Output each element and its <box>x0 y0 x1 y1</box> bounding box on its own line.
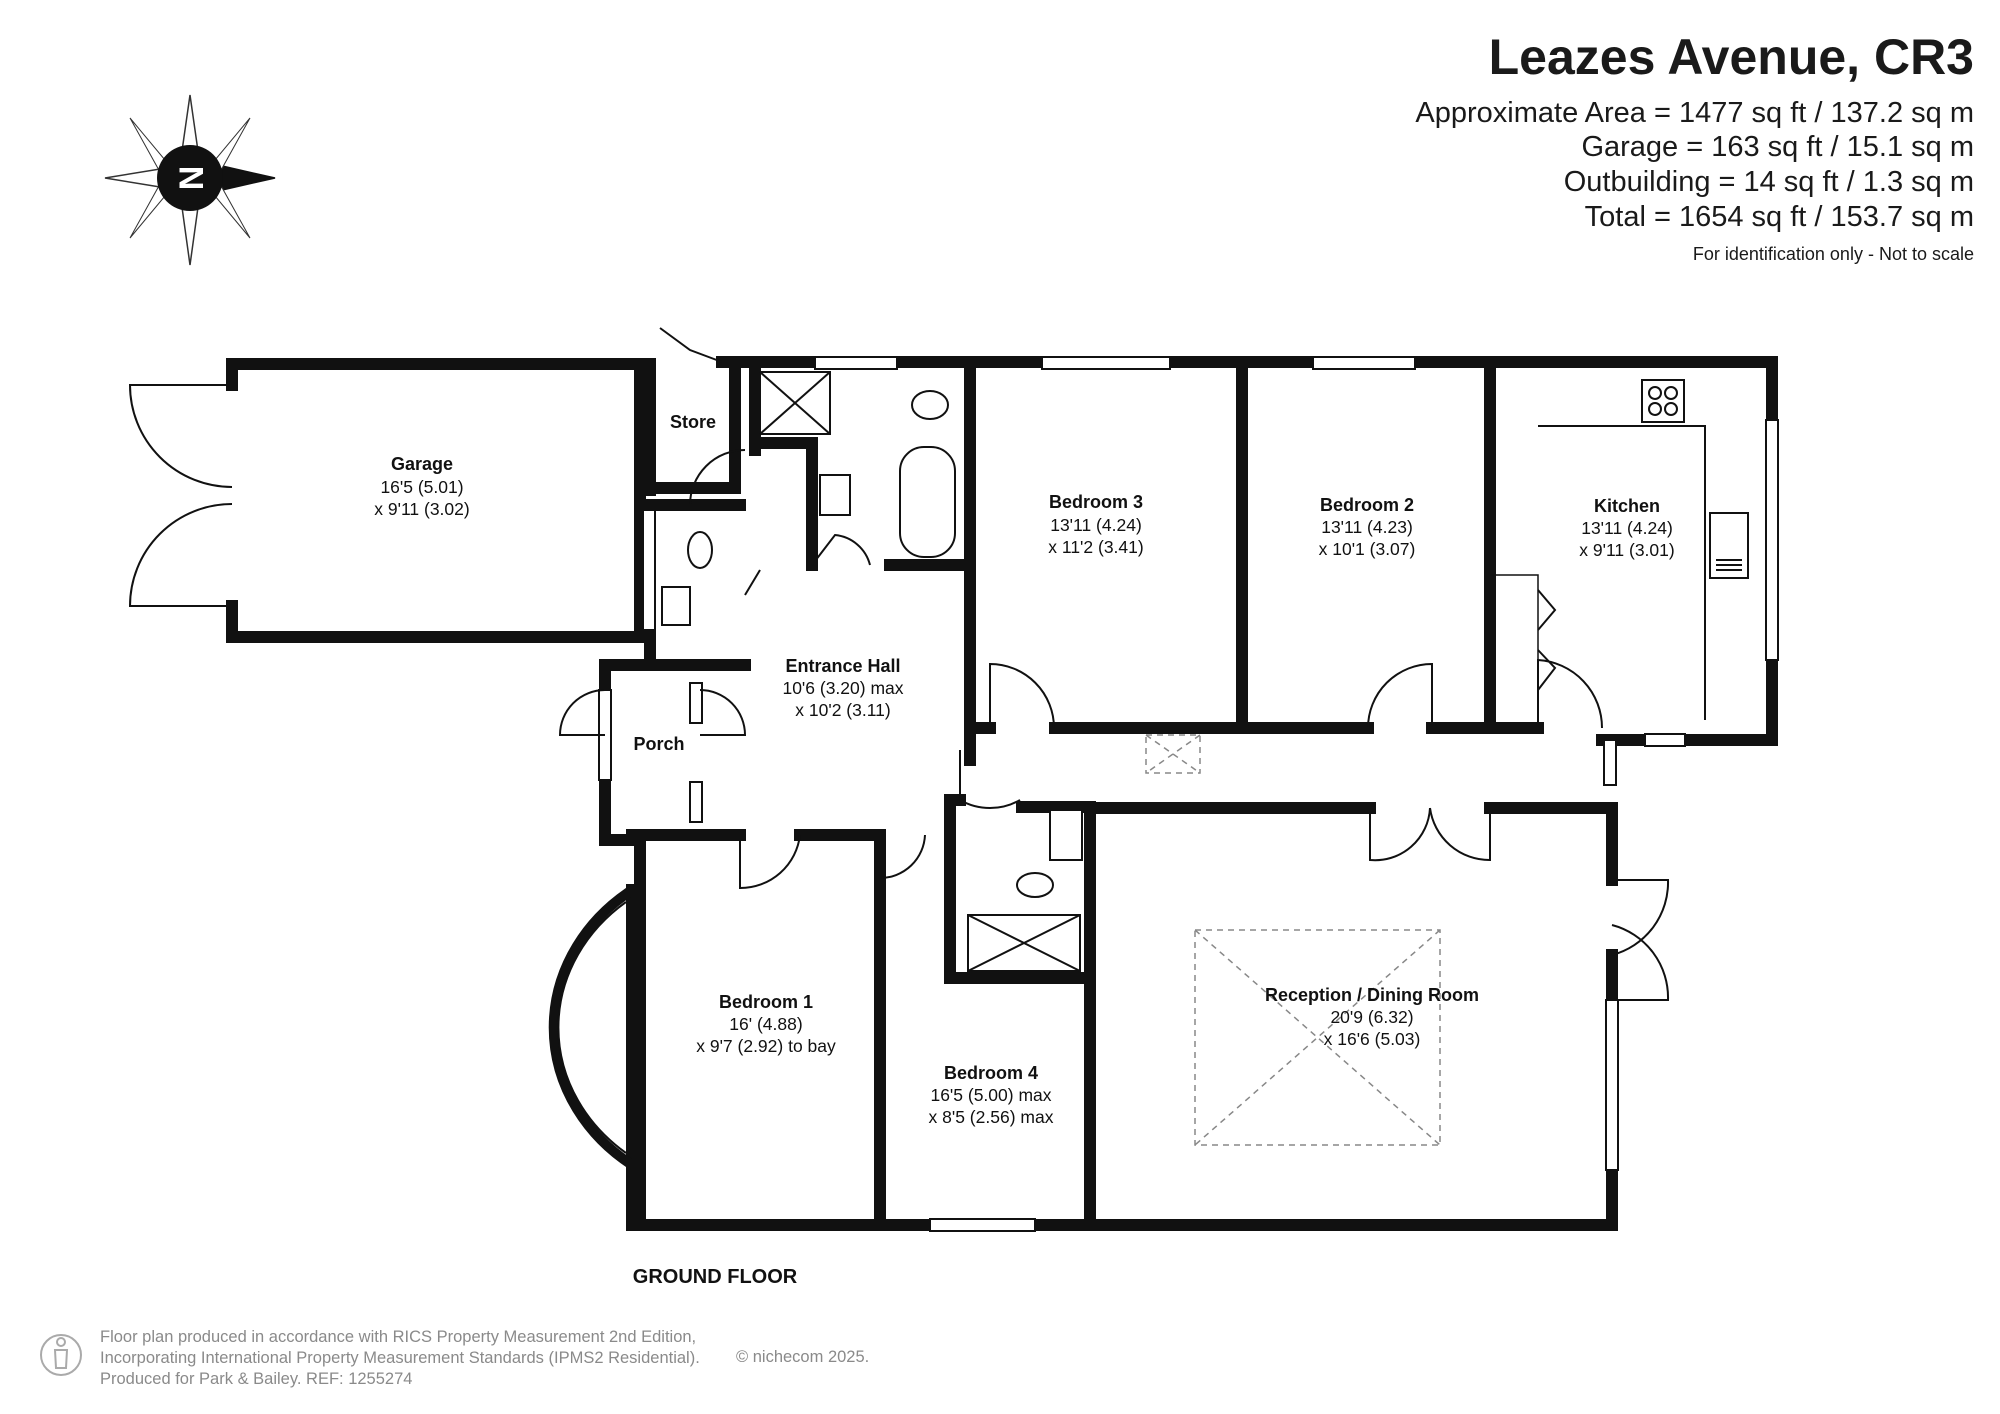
scale-note: For identification only - Not to scale <box>1692 244 1974 264</box>
hob-icon <box>1641 379 1685 423</box>
room-name-store: Store <box>670 412 716 432</box>
sink-icon <box>1049 809 1083 861</box>
approximate-area: Approximate Area = 1477 sq ft / 137.2 sq… <box>1415 97 1974 129</box>
toilet-icon <box>911 390 949 420</box>
room-name-garage: Garage <box>391 454 453 474</box>
room-name-bedroom-3: Bedroom 3 <box>1049 492 1143 512</box>
toilet-icon <box>1016 872 1054 898</box>
doors <box>128 327 1670 1001</box>
skylight <box>1145 734 1441 1146</box>
footer-line: Incorporating International Property Mea… <box>100 1349 700 1367</box>
room-dim-bedroom-3: x 11'2 (3.41) <box>1048 537 1143 557</box>
room-dim-entrance-hall: 10'6 (3.20) max <box>782 678 903 698</box>
garage-area: Garage = 163 sq ft / 15.1 sq m <box>1581 131 1974 163</box>
toilet-icon <box>687 531 713 569</box>
room-dim-entrance-hall: x 10'2 (3.11) <box>795 700 890 720</box>
room-dim-garage: 16'5 (5.01) <box>380 477 463 497</box>
room-dim-bedroom-2: x 10'1 (3.07) <box>1319 539 1416 559</box>
room-dim-bedroom-2: 13'11 (4.23) <box>1321 517 1413 537</box>
sink-icon <box>819 474 851 516</box>
bay-window <box>548 885 635 1170</box>
room-labels: Garage 16'5 (5.01) x 9'11 (3.02) Store B… <box>374 412 1674 1127</box>
room-dim-kitchen: x 9'11 (3.01) <box>1579 540 1674 560</box>
room-dim-garage: x 9'11 (3.02) <box>374 499 469 519</box>
room-name-kitchen: Kitchen <box>1594 496 1660 516</box>
room-name-bedroom-4: Bedroom 4 <box>944 1063 1038 1083</box>
room-dim-reception: x 16'6 (5.03) <box>1324 1029 1421 1049</box>
total-area: Total = 1654 sq ft / 153.7 sq m <box>1584 201 1974 233</box>
room-name-bedroom-1: Bedroom 1 <box>719 992 813 1012</box>
room-name-porch: Porch <box>633 734 684 754</box>
room-name-entrance-hall: Entrance Hall <box>785 656 900 676</box>
compass-letter: N <box>173 166 211 191</box>
plan-title: Leazes Avenue, CR3 <box>1488 29 1974 85</box>
footer-line: Produced for Park & Bailey. REF: 1255274 <box>100 1370 413 1388</box>
room-dim-kitchen: 13'11 (4.24) <box>1581 518 1673 538</box>
fixtures <box>661 371 1749 972</box>
windows <box>598 356 1779 1232</box>
footer-line: Floor plan produced in accordance with R… <box>100 1328 697 1346</box>
bath-icon <box>899 446 956 558</box>
floor-label: GROUND FLOOR <box>633 1266 798 1288</box>
sink-icon <box>661 586 691 626</box>
outbuilding-area: Outbuilding = 14 sq ft / 1.3 sq m <box>1563 166 1974 198</box>
room-dim-bedroom-1: x 9'7 (2.92) to bay <box>696 1036 836 1056</box>
room-name-bedroom-2: Bedroom 2 <box>1320 495 1414 515</box>
room-dim-bedroom-4: x 8'5 (2.56) max <box>929 1107 1054 1127</box>
room-dim-reception: 20'9 (6.32) <box>1330 1007 1413 1027</box>
room-dim-bedroom-3: 13'11 (4.24) <box>1050 515 1142 535</box>
footer-credit: © nichecom 2025. <box>736 1348 870 1366</box>
kitchen-sink-icon <box>1709 512 1749 579</box>
person-icon <box>40 1334 82 1376</box>
room-dim-bedroom-4: 16'5 (5.00) max <box>930 1085 1051 1105</box>
room-name-reception: Reception / Dining Room <box>1265 985 1479 1005</box>
footer-notes: Floor plan produced in accordance with R… <box>100 1327 700 1390</box>
room-dim-bedroom-1: 16' (4.88) <box>729 1014 802 1034</box>
compass-icon: N <box>104 94 276 266</box>
